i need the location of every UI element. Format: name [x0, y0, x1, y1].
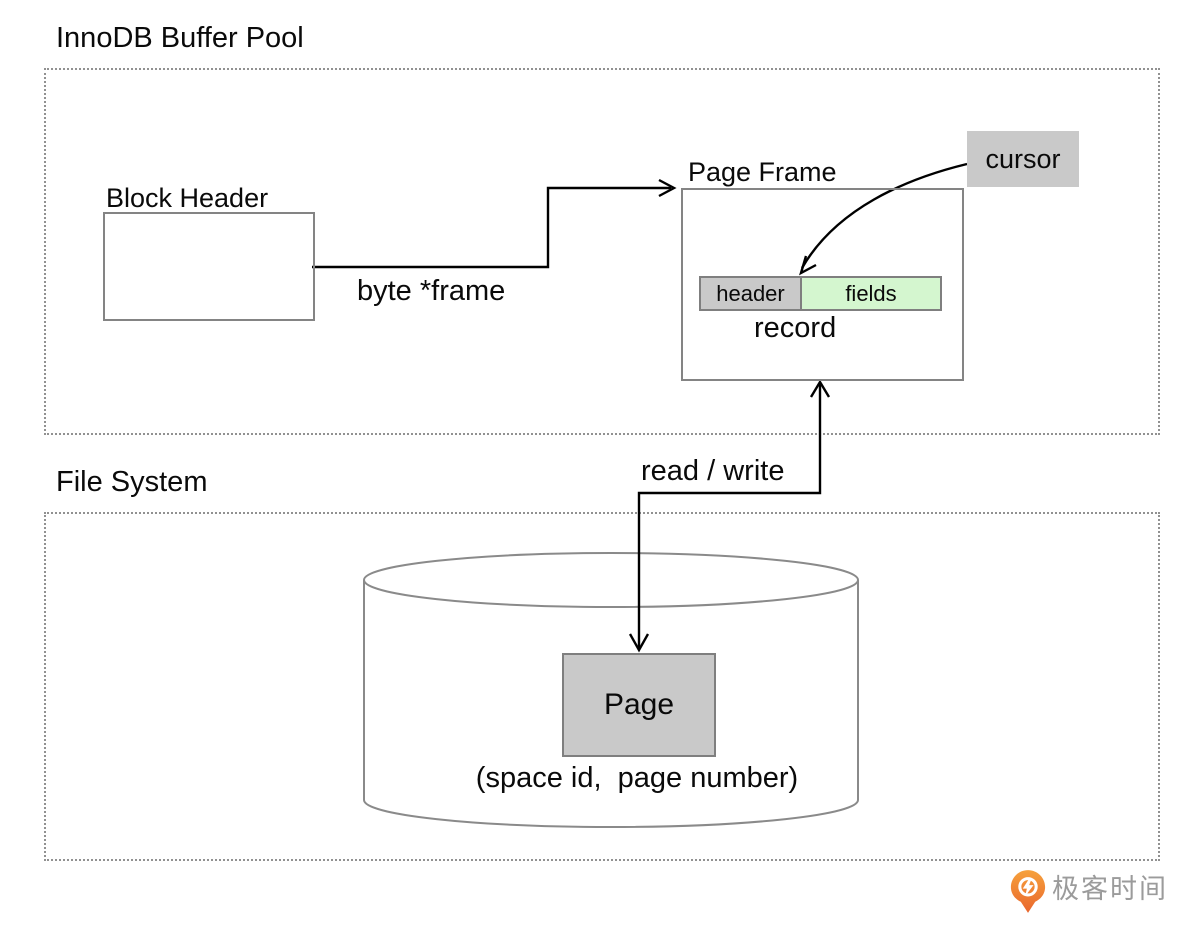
block-header-label: Block Header [106, 183, 269, 213]
logo-bolt [1022, 878, 1034, 897]
block-header-box [103, 212, 315, 321]
read-write-label: read / write [641, 455, 785, 487]
logo-ring [1018, 877, 1038, 897]
record-fields-cell: fields [800, 278, 940, 309]
cursor-tag: cursor [967, 131, 1079, 187]
arrowhead-cursor [799, 255, 817, 276]
buffer-pool-region [44, 68, 1160, 435]
page-address-label: (space id, page number) [475, 762, 799, 794]
read-write-arrow [628, 379, 831, 653]
frame-pointer-arrow [312, 178, 677, 269]
record-row: header fields [699, 276, 942, 311]
file-system-region [44, 512, 1160, 861]
file-system-title: File System [56, 466, 208, 498]
arrowhead-up [809, 379, 831, 398]
buffer-pool-title: InnoDB Buffer Pool [56, 22, 304, 54]
page-frame-box [681, 188, 964, 381]
disk-cylinder-top [363, 552, 859, 608]
record-caption: record [754, 312, 837, 344]
arrowhead-down [628, 633, 650, 653]
page-frame-title: Page Frame [688, 157, 837, 187]
geektime-logo-icon [1009, 869, 1047, 915]
cursor-arrow [799, 162, 968, 276]
frame-pointer-label: byte *frame [357, 275, 506, 307]
page-box: Page [562, 653, 716, 757]
geektime-brand-text: 极客时间 [1052, 874, 1168, 904]
record-header-cell: header [701, 278, 800, 309]
arrowhead-right [658, 178, 677, 198]
